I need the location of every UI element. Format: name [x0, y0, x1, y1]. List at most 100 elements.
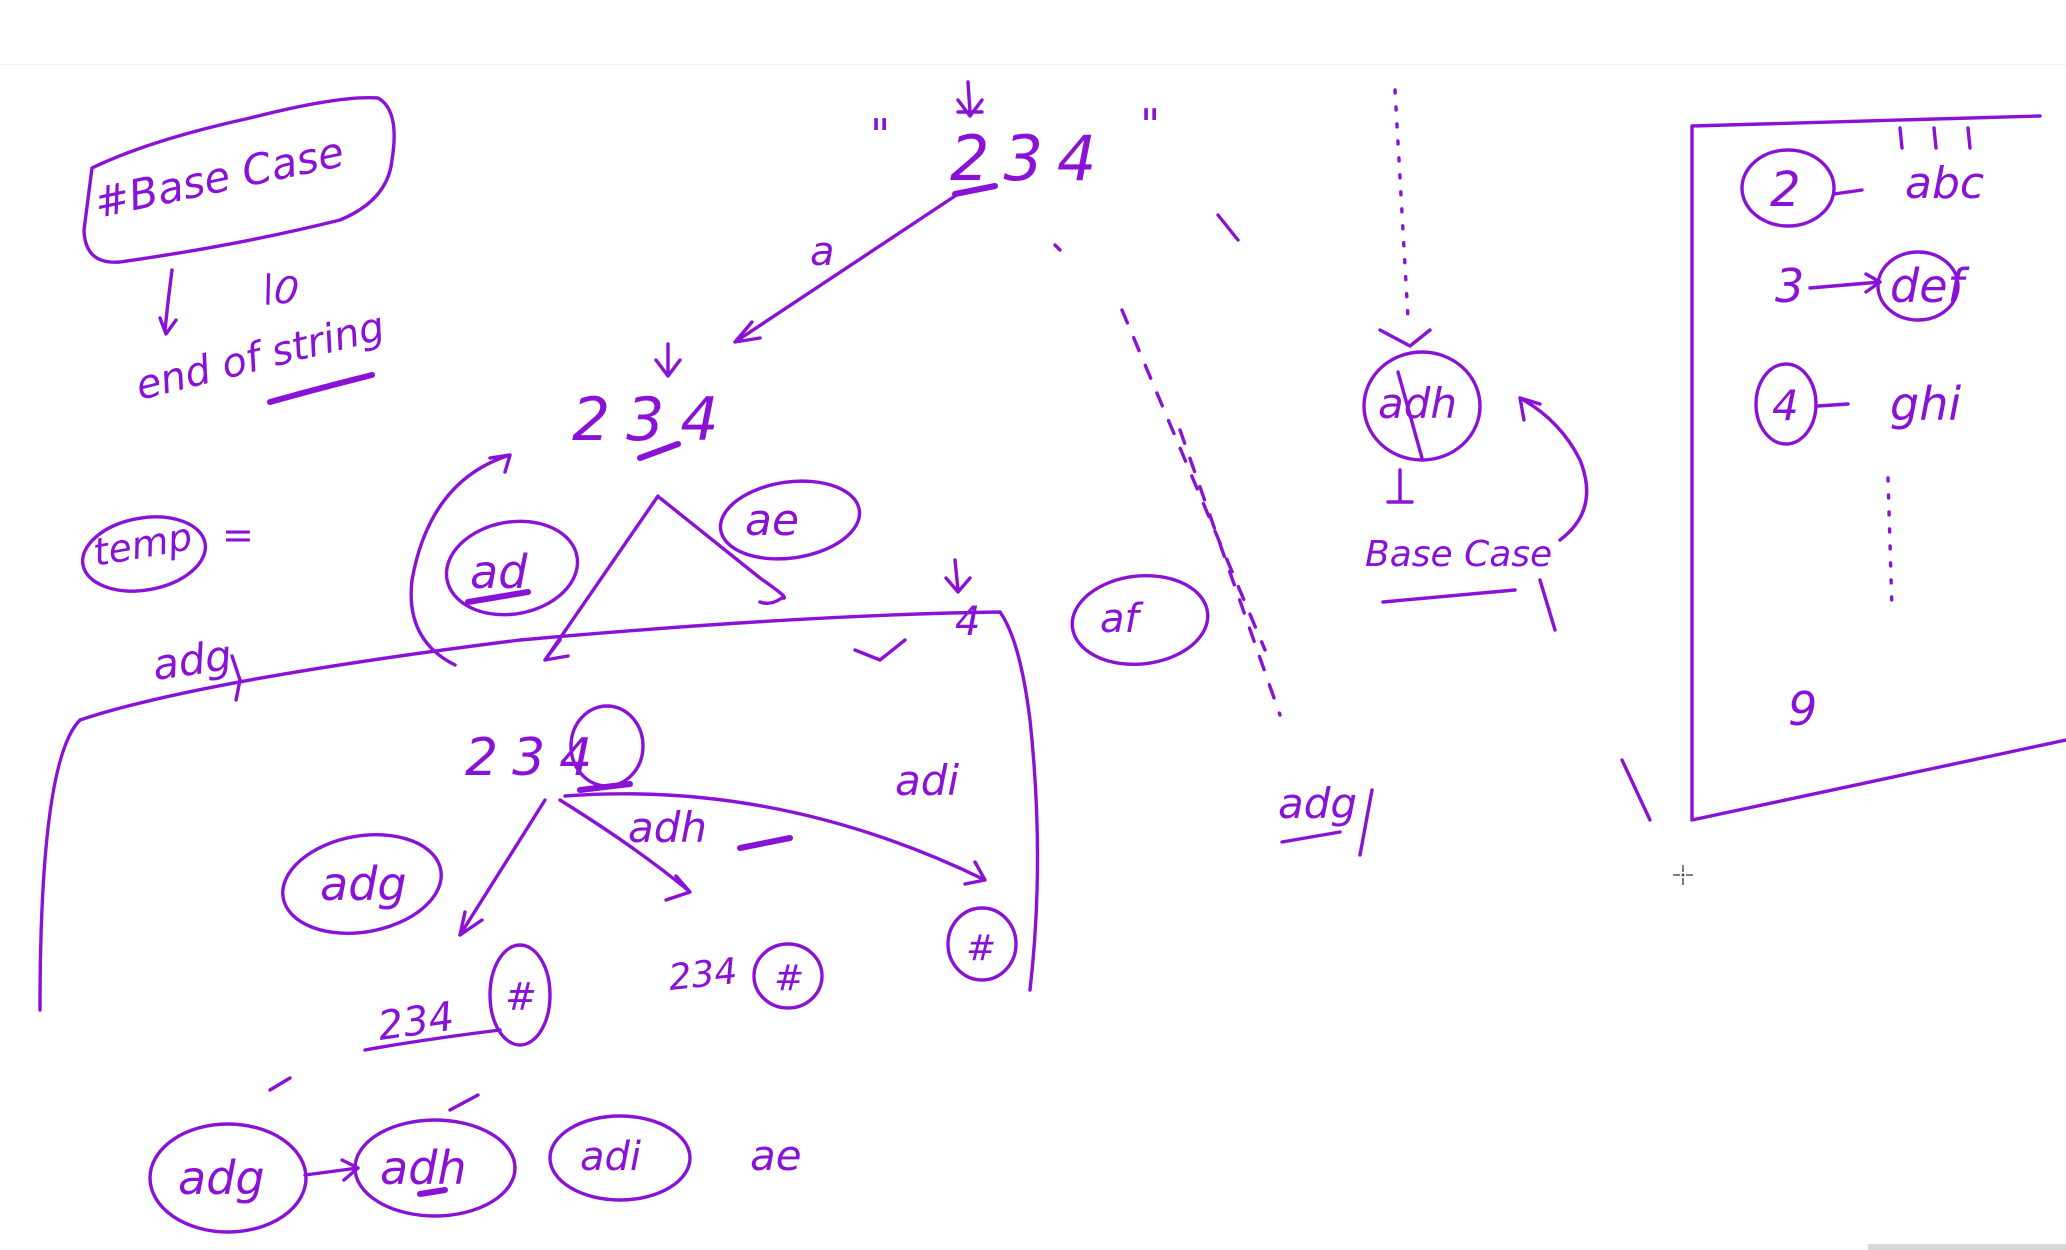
- def-circle: [1876, 250, 1960, 322]
- tick: [1053, 243, 1062, 252]
- result-circle-3: [548, 1114, 692, 1202]
- temp-eq: =: [222, 513, 254, 557]
- ad-text: ad: [470, 545, 528, 599]
- level2-underline: [577, 781, 633, 793]
- base-case-bubble: [82, 95, 396, 264]
- edge-right-1: [1538, 578, 1557, 632]
- base-case-note: #Base Case \0 end of string: [82, 95, 396, 410]
- af-circle: [1070, 573, 1210, 667]
- result-circle-2: [353, 1118, 517, 1218]
- temp-circle: [80, 515, 208, 593]
- mapping-pointers: [1898, 126, 1972, 150]
- edge-l2-mid: [558, 798, 692, 902]
- result-2: adh: [380, 1141, 467, 1195]
- mapping-frame: [1690, 114, 2066, 822]
- temp-label: temp: [90, 514, 196, 575]
- hash-left: #: [505, 975, 537, 1019]
- dashed-edge-2: [1178, 428, 1282, 717]
- af-text: af: [1100, 596, 1145, 642]
- level3-mid-text: 234: [667, 951, 740, 999]
- level1-pointer: [654, 342, 682, 378]
- temp-value: adg: [150, 630, 235, 690]
- dashed-edge-1: [1120, 308, 1267, 652]
- digit-4-circle: [1754, 362, 1818, 446]
- base-case-text: #Base Case: [90, 127, 348, 228]
- result-1: adg: [178, 1151, 265, 1205]
- top-node: " 234 " a: [733, 80, 1240, 344]
- digit-9: 9: [1788, 682, 1817, 736]
- dashed-edges: [1120, 88, 1652, 822]
- edge-l2-right: [563, 792, 987, 886]
- four-label: 4: [955, 599, 980, 645]
- hash-left-circle: [488, 943, 552, 1047]
- result-4: ae: [750, 1131, 802, 1180]
- right-adg: adg: [1278, 779, 1357, 828]
- edge-to-level1: [733, 194, 957, 344]
- top-underline: [952, 183, 998, 197]
- end-arrow: [158, 268, 178, 336]
- quote-open: ": [870, 110, 890, 161]
- results-row: adg adh adi ae: [148, 1076, 802, 1234]
- letters-4: ghi: [1890, 377, 1961, 431]
- hash-right: #: [966, 928, 996, 969]
- right-pointer: [944, 558, 972, 594]
- level3-nodes: 234 # 234 # #: [363, 906, 1018, 1052]
- hash-mid: #: [774, 958, 804, 999]
- digit-3: 3: [1775, 259, 1804, 313]
- crosshair-cursor-icon: [1673, 865, 1693, 885]
- edge-l1-to-l2: [543, 494, 660, 662]
- back-arrow-l1: [409, 453, 512, 667]
- edge-right-start: [1216, 213, 1240, 242]
- ae-text: ae: [745, 495, 799, 546]
- level1-node: 234 ad ae af: [409, 342, 1210, 667]
- mapping-dots: [1886, 476, 1894, 612]
- mapping-box: 2 abc 3 def 4 ghi 9: [1690, 114, 2066, 822]
- adh-right-circle: [1362, 350, 1482, 462]
- dotted-edge: [1393, 88, 1410, 320]
- adg-text: adg: [320, 857, 407, 911]
- digit-4: 4: [1772, 381, 1799, 430]
- backslash-zero: \0: [259, 265, 302, 314]
- adh-right-stem: [1386, 468, 1414, 504]
- right-base-underline: [1381, 588, 1517, 604]
- level1-underline: [637, 441, 681, 461]
- quote-close: ": [1140, 100, 1160, 151]
- level3-left-underline: [363, 1028, 502, 1052]
- end-of-string-text: end of string: [131, 304, 389, 410]
- adi-edge-label: adi: [895, 756, 959, 805]
- ad-circle: [444, 519, 580, 617]
- adh-edge-label: adh: [628, 803, 707, 852]
- top-divider: [0, 64, 2066, 65]
- arrow-3: [1808, 272, 1882, 294]
- hash-mid-circle: [752, 942, 824, 1010]
- subtree-boundary: [38, 610, 1040, 1012]
- digit-2: 2: [1770, 162, 1801, 218]
- level2-node: 234 adh adi adg: [281, 704, 987, 937]
- top-pointer-arrow: [956, 80, 984, 118]
- edge-l2-left: [458, 798, 547, 937]
- result-ticks: [268, 1076, 480, 1112]
- right-node: adh Base Case adg: [1278, 328, 1589, 857]
- window-corner: [1868, 1244, 2066, 1250]
- level1-input-text: 234: [572, 385, 735, 455]
- edge-right-2: [1620, 758, 1652, 822]
- edge-l1-right: [658, 496, 787, 606]
- adg-circle: [281, 833, 443, 935]
- temp-note: temp = adg: [80, 513, 254, 702]
- result-circle-1: [148, 1122, 308, 1234]
- ae-circle: [718, 479, 862, 561]
- result-3: adi: [580, 1134, 641, 1180]
- edge-a-label: a: [810, 229, 835, 275]
- result-arrow: [303, 1158, 360, 1182]
- underline-string: [267, 372, 375, 405]
- hash-right-circle: [946, 906, 1018, 982]
- check-mark: [853, 638, 907, 662]
- adh-edge-underline: [737, 835, 793, 851]
- arrow-2: [1832, 188, 1864, 196]
- letters-2: abc: [1905, 158, 1984, 209]
- top-input-text: 234: [950, 122, 1110, 195]
- temp-tail: [230, 654, 242, 702]
- right-return-arrow: [1518, 396, 1589, 542]
- right-base-case: Base Case: [1365, 534, 1552, 575]
